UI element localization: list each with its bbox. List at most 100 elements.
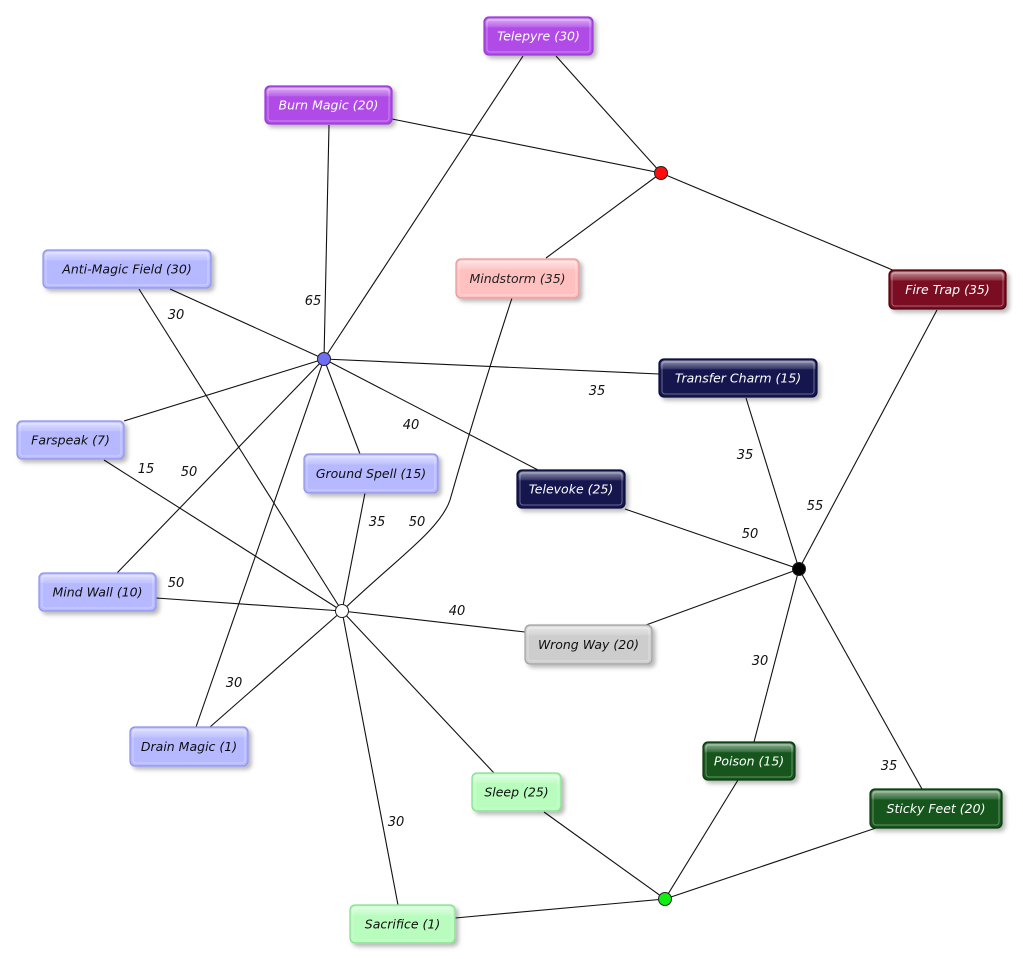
hub-red[interactable] (654, 166, 668, 180)
node-label: Ground Spell (15) (316, 466, 426, 481)
edge-hub-white-to-sacrifice (341, 610, 399, 906)
edge-label-hub-blue-to-televoke: 40 (403, 418, 420, 433)
node-sticky-feet[interactable]: Sticky Feet (20) (869, 788, 1003, 829)
node-label: Telepyre (30) (497, 29, 580, 44)
edge-hub-white-to-ground-spell (341, 492, 366, 612)
edge-label-hub-white-to-mind-wall: 50 (168, 576, 185, 591)
node-inner-border (661, 361, 815, 395)
node-burn-magic[interactable]: Burn Magic (20) (264, 85, 393, 125)
node-ground-spell[interactable]: Ground Spell (15) (303, 453, 439, 494)
node-inner-border (45, 252, 209, 286)
node-gloss (18, 422, 123, 441)
node-gloss (526, 626, 651, 645)
edge-hub-green-to-sleep (543, 811, 666, 900)
edge-label-hub-white-to-farspeak: 15 (138, 462, 155, 477)
node-gloss (457, 260, 578, 279)
node-fire-trap[interactable]: Fire Trap (35) (888, 269, 1007, 310)
node-gloss (266, 87, 391, 106)
node-sacrifice[interactable]: Sacrifice (1) (349, 904, 456, 944)
hub-green[interactable] (658, 892, 672, 906)
node-mindstorm[interactable]: Mindstorm (35) (455, 258, 580, 299)
node-inner-border (306, 456, 436, 491)
node-inner-border (19, 423, 122, 457)
node-label: Farspeak (7) (31, 433, 110, 448)
edge-label-hub-white-to-anti-magic-field: 30 (168, 308, 185, 323)
edge-hub-green-to-sacrifice (454, 898, 666, 919)
node-sleep[interactable]: Sleep (25) (471, 772, 562, 812)
node-televoke[interactable]: Televoke (25) (516, 469, 626, 509)
edges-layer (103, 55, 938, 919)
node-label: Mindstorm (35) (469, 271, 565, 286)
node-poison[interactable]: Poison (15) (702, 741, 796, 781)
node-inner-border (474, 775, 559, 809)
node-label: Sleep (25) (484, 785, 548, 800)
node-label: Burn Magic (20) (279, 98, 379, 113)
node-inner-border (486, 19, 591, 53)
node-transfer-charm[interactable]: Transfer Charm (15) (658, 358, 818, 398)
node-label: Mind Wall (10) (52, 585, 142, 600)
node-gloss (351, 906, 454, 925)
node-label: Poison (15) (714, 754, 784, 769)
edge-hub-red-to-telepyre (555, 55, 662, 174)
node-gloss (704, 743, 794, 762)
node-inner-border (267, 88, 390, 122)
edge-hub-white-to-anti-magic-field (138, 288, 343, 612)
node-label: Televoke (25) (529, 482, 614, 497)
edge-label-hub-white-to-mindstorm: 50 (409, 515, 426, 530)
node-inner-border (872, 791, 1000, 826)
nodes-layer: Telepyre (30) Burn Magic (20) Mindstorm (3… (16, 16, 1007, 944)
edge-label-hub-black-to-sticky-feet: 35 (881, 759, 898, 774)
hubs-layer (317, 166, 806, 906)
edge-label-hub-blue-to-transfer-charm: 35 (589, 384, 606, 399)
node-gloss (518, 471, 624, 490)
edge-hub-red-to-fire-trap (660, 172, 896, 272)
node-inner-border (458, 261, 577, 296)
node-label: Wrong Way (20) (538, 637, 639, 652)
node-inner-border (705, 744, 793, 778)
edge-hub-blue-to-drain-magic (195, 358, 325, 728)
hub-blue[interactable] (317, 352, 331, 366)
edge-hub-red-to-mindstorm (545, 172, 662, 259)
edge-label-hub-white-to-ground-spell: 35 (369, 515, 386, 530)
edge-hub-black-to-fire-trap (798, 309, 938, 570)
node-label: Anti-Magic Field (30) (61, 262, 191, 277)
edge-label-hub-black-to-fire-trap: 55 (807, 499, 824, 514)
edge-hub-black-to-televoke (624, 508, 800, 570)
edge-hub-red-to-burn-magic (391, 118, 662, 174)
node-label: Transfer Charm (15) (675, 371, 801, 386)
node-gloss (890, 271, 1005, 290)
edge-hub-white-to-sleep (341, 610, 495, 774)
edge-hub-white-to-drain-magic (209, 610, 343, 728)
edge-hub-black-to-transfer-charm (745, 397, 800, 570)
hub-white[interactable] (335, 604, 349, 618)
node-label: Drain Magic (1) (141, 739, 237, 754)
node-mind-wall[interactable]: Mind Wall (10) (38, 572, 157, 612)
node-gloss (871, 790, 1001, 809)
node-inner-border (352, 907, 453, 941)
node-inner-border (891, 272, 1004, 307)
edge-hub-blue-to-transfer-charm (323, 358, 660, 375)
hub-black[interactable] (792, 562, 806, 576)
node-telepyre[interactable]: Telepyre (30) (483, 16, 594, 56)
edge-hub-black-to-poison (753, 568, 800, 743)
node-inner-border (527, 627, 650, 662)
node-gloss (473, 774, 560, 793)
edge-hub-blue-to-burn-magic (323, 124, 330, 360)
node-gloss (485, 18, 592, 37)
edge-label-hub-white-to-wrong-way: 40 (449, 604, 466, 619)
node-gloss (40, 574, 155, 593)
node-inner-border (519, 472, 623, 506)
edge-hub-blue-to-telepyre (323, 55, 524, 360)
edge-hub-white-to-mindstorm (341, 297, 513, 612)
edge-hub-white-to-wrong-way (341, 610, 526, 633)
edge-hub-blue-to-farspeak (123, 358, 325, 422)
node-drain-magic[interactable]: Drain Magic (1) (129, 726, 249, 767)
edge-label-hub-black-to-poison: 30 (752, 654, 769, 669)
node-gloss (131, 728, 247, 747)
node-farspeak[interactable]: Farspeak (7) (16, 420, 125, 460)
node-wrong-way[interactable]: Wrong Way (20) (524, 624, 653, 665)
edge-label-hub-blue-to-burn-magic: 65 (305, 294, 322, 309)
node-anti-magic-field[interactable]: Anti-Magic Field (30) (42, 249, 212, 289)
